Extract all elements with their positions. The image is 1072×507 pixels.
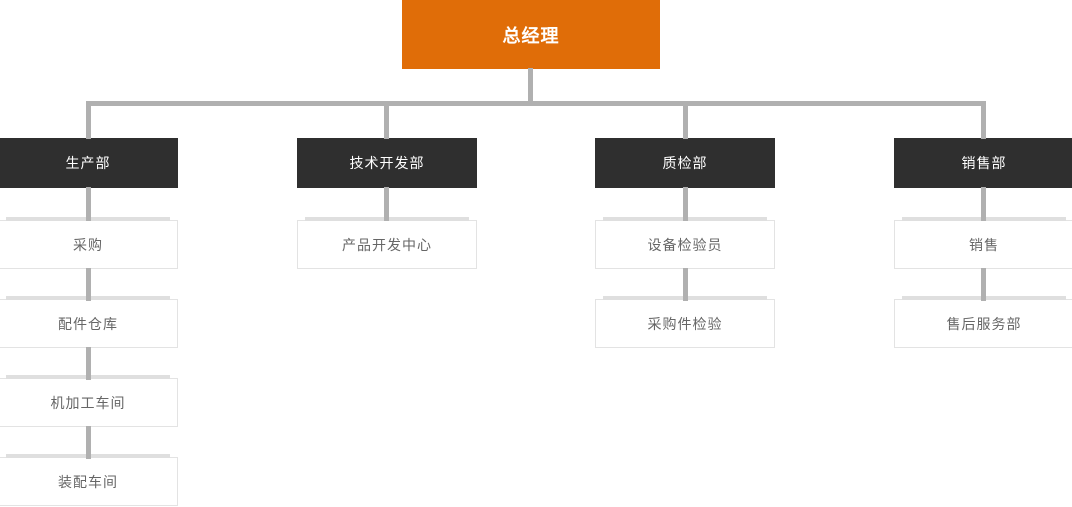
connector-col4-link-2 [981, 268, 986, 301]
connector-col1-link-4 [86, 426, 91, 459]
dept-sales: 销售部 [894, 138, 1072, 188]
leaf-product-dev-center: 产品开发中心 [297, 217, 477, 269]
leaf-sales: 销售 [894, 217, 1072, 269]
connector-horizontal-rail [86, 101, 986, 106]
connector-col3-stub [683, 101, 688, 139]
leaf-purchased-parts-inspection: 采购件检验 [595, 296, 775, 348]
connector-col1-link-3 [86, 347, 91, 380]
leaf-equipment-inspector: 设备检验员 [595, 217, 775, 269]
connector-root-stub [528, 68, 533, 102]
leaf-purchasing: 采购 [0, 217, 178, 269]
connector-col3-link-1 [683, 187, 688, 221]
connector-col2-stub [384, 101, 389, 139]
connector-col2-link-1 [384, 187, 389, 221]
dept-tech-development: 技术开发部 [297, 138, 477, 188]
dept-quality-inspection: 质检部 [595, 138, 775, 188]
leaf-assembly-workshop: 装配车间 [0, 454, 178, 506]
leaf-after-sales-service: 售后服务部 [894, 296, 1072, 348]
connector-col4-link-1 [981, 187, 986, 221]
connector-col1-stub [86, 101, 91, 139]
connector-col4-stub [981, 101, 986, 139]
connector-col1-link-1 [86, 187, 91, 221]
leaf-parts-warehouse: 配件仓库 [0, 296, 178, 348]
dept-production: 生产部 [0, 138, 178, 188]
node-general-manager: 总经理 [402, 0, 660, 69]
connector-col3-link-2 [683, 268, 688, 301]
connector-col1-link-2 [86, 268, 91, 301]
leaf-machining-workshop: 机加工车间 [0, 375, 178, 427]
